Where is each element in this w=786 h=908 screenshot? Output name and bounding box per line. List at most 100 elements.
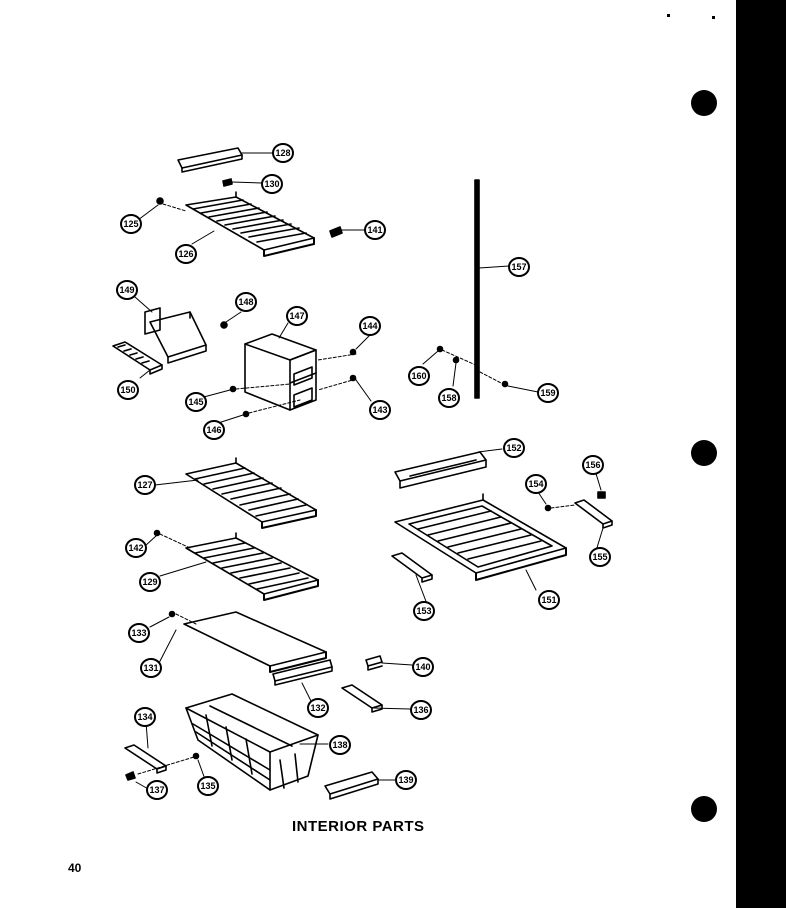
- part-screw-154: [544, 504, 552, 512]
- callout-147: 147: [286, 306, 308, 326]
- callout-balloon: [185, 392, 207, 412]
- part-glass-shelf-151: [394, 493, 567, 581]
- callout-149: 149: [116, 280, 138, 300]
- callout-131: 131: [140, 658, 162, 678]
- punch-hole-top: [691, 90, 717, 116]
- callout-label: 139: [398, 775, 413, 785]
- callout-label: 156: [585, 460, 600, 470]
- part-rail-153: [391, 552, 433, 583]
- callout-label: 128: [275, 148, 290, 158]
- callout-balloon: [203, 420, 225, 440]
- callout-balloon: [272, 143, 294, 163]
- part-screw-145: [229, 385, 237, 393]
- callout-balloon: [329, 735, 351, 755]
- callout-158: 158: [438, 388, 460, 408]
- callout-label: 136: [413, 705, 428, 715]
- callout-129: 129: [139, 572, 161, 592]
- callout-label: 130: [264, 179, 279, 189]
- callout-balloon: [197, 776, 219, 796]
- callout-balloon: [235, 292, 257, 312]
- callout-label: 153: [416, 606, 431, 616]
- callout-label: 127: [137, 480, 152, 490]
- part-crisper-cover-131: [183, 611, 327, 673]
- part-trim-139: [324, 771, 379, 800]
- callout-label: 158: [441, 393, 456, 403]
- callout-135: 135: [197, 776, 219, 796]
- callout-126: 126: [175, 244, 197, 264]
- part-clip-130: [222, 178, 233, 187]
- part-wire-shelf-127: [185, 457, 317, 529]
- callout-138: 138: [329, 735, 351, 755]
- callout-balloon: [175, 244, 197, 264]
- callout-140: 140: [412, 657, 434, 677]
- part-screw-135: [192, 752, 200, 760]
- callout-151: 151: [538, 590, 560, 610]
- callout-label: 147: [289, 311, 304, 321]
- callout-label: 137: [149, 785, 164, 795]
- callout-balloon: [508, 257, 530, 277]
- part-crisper-basket-138: [185, 693, 319, 791]
- part-clip-137: [125, 771, 136, 781]
- part-wire-shelf-126: [185, 191, 315, 257]
- callout-label: 126: [178, 249, 193, 259]
- callout-balloon: [128, 623, 150, 643]
- callout-label: 143: [372, 405, 387, 415]
- callout-144: 144: [359, 316, 381, 336]
- callout-139: 139: [395, 770, 417, 790]
- callout-balloon: [413, 601, 435, 621]
- callout-balloon: [410, 700, 432, 720]
- callout-balloon: [261, 174, 283, 194]
- callout-balloon: [525, 474, 547, 494]
- part-clip-156: [597, 491, 606, 499]
- part-trim-132: [272, 659, 333, 686]
- callout-154: 154: [525, 474, 547, 494]
- part-pin-141: [329, 226, 343, 238]
- part-rail-152: [394, 451, 487, 489]
- callout-label: 129: [142, 577, 157, 587]
- callout-159: 159: [537, 383, 559, 403]
- callout-label: 159: [540, 388, 555, 398]
- part-bracket-149: [144, 307, 207, 364]
- punch-hole-bottom: [691, 796, 717, 822]
- part-screw-146: [242, 410, 250, 418]
- callout-balloon: [408, 366, 430, 386]
- part-screw-125: [156, 197, 164, 205]
- callout-143: 143: [369, 400, 391, 420]
- callout-balloon: [589, 547, 611, 567]
- callout-label: 141: [367, 225, 382, 235]
- callout-label: 145: [188, 397, 203, 407]
- callout-balloon: [438, 388, 460, 408]
- callout-128: 128: [272, 143, 294, 163]
- callout-group: 1281301251261411571491481471441501451431…: [116, 143, 611, 800]
- callout-balloon: [364, 220, 386, 240]
- callout-label: 152: [506, 443, 521, 453]
- callout-balloon: [412, 657, 434, 677]
- callout-157: 157: [508, 257, 530, 277]
- callout-142: 142: [125, 538, 147, 558]
- callout-balloon: [503, 438, 525, 458]
- callout-balloon: [537, 383, 559, 403]
- part-support-155: [574, 499, 613, 529]
- callout-127: 127: [134, 475, 156, 495]
- callout-balloon: [117, 380, 139, 400]
- callout-label: 151: [541, 595, 556, 605]
- part-screw-148: [220, 321, 228, 329]
- callout-label: 155: [592, 552, 607, 562]
- part-screw-142: [153, 529, 161, 537]
- callout-label: 146: [206, 425, 221, 435]
- callout-136: 136: [410, 700, 432, 720]
- part-trim-136: [341, 684, 383, 713]
- callout-label: 133: [131, 628, 146, 638]
- callout-130: 130: [261, 174, 283, 194]
- callout-balloon: [395, 770, 417, 790]
- callout-balloon: [125, 538, 147, 558]
- callout-133: 133: [128, 623, 150, 643]
- callout-146: 146: [203, 420, 225, 440]
- callout-label: 157: [511, 262, 526, 272]
- callout-153: 153: [413, 601, 435, 621]
- callout-label: 160: [411, 371, 426, 381]
- part-screw-133: [168, 610, 176, 618]
- callout-balloon: [369, 400, 391, 420]
- callout-141: 141: [364, 220, 386, 240]
